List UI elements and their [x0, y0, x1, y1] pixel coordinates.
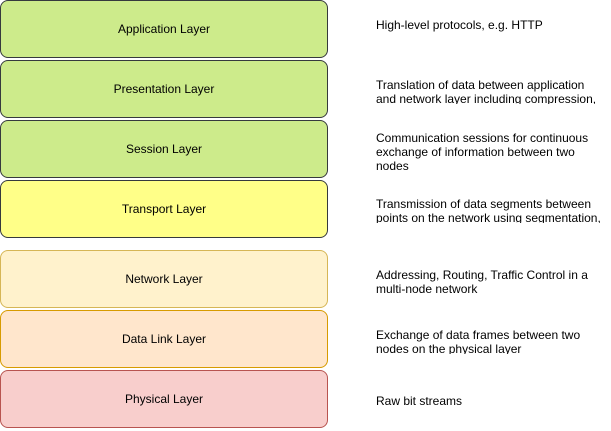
layer-label-application: Application Layer [117, 22, 211, 36]
layer-desc-session: Communication sessions for continuous ex… [376, 131, 589, 173]
layer-desc-data-link: Exchange of data frames between two node… [376, 328, 581, 354]
layer-label-session: Session Layer [125, 142, 203, 156]
layer-desc-application: High-level protocols, e.g. HTTP [376, 18, 543, 32]
layer-label-network: Network Layer [125, 272, 203, 286]
layer-desc-physical: Raw bit streams [376, 394, 463, 408]
layer-box-physical[interactable]: Physical Layer [0, 370, 328, 428]
layer-box-presentation[interactable]: Presentation Layer [0, 60, 328, 118]
layer-desc-presentation: Translation of data between application … [376, 78, 597, 104]
layer-label-data-link: Data Link Layer [121, 332, 207, 346]
layer-label-physical: Physical Layer [124, 392, 204, 406]
layer-desc-network: Addressing, Routing, Traffic Control in … [376, 268, 588, 296]
layer-box-session[interactable]: Session Layer [0, 120, 328, 178]
layer-label-presentation: Presentation Layer [113, 82, 215, 96]
layer-box-transport[interactable]: Transport Layer [0, 180, 328, 238]
layer-box-application[interactable]: Application Layer [0, 0, 328, 58]
layer-desc-transport: Transmission of data segments between po… [376, 197, 601, 223]
layer-label-transport: Transport Layer [121, 202, 207, 216]
layer-box-network[interactable]: Network Layer [0, 250, 328, 308]
layer-box-data-link[interactable]: Data Link Layer [0, 310, 328, 368]
